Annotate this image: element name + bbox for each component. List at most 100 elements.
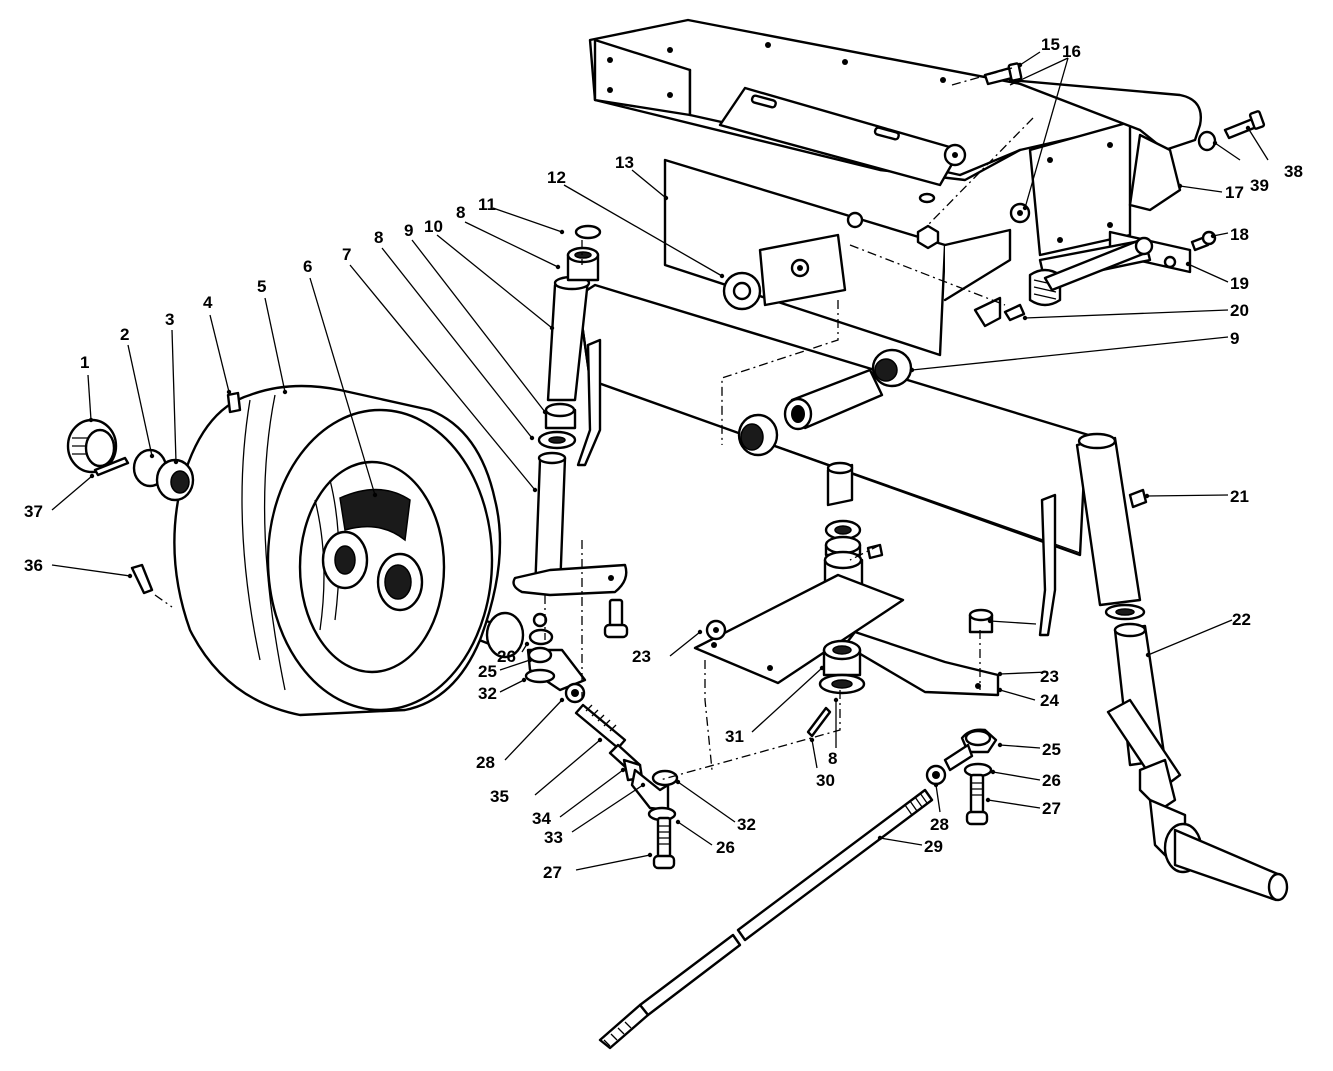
callout-22: 22	[1232, 610, 1251, 629]
bearing-3	[155, 458, 195, 502]
spindle-22	[1106, 622, 1289, 902]
washer-26-left	[528, 628, 554, 646]
callout-3: 3	[165, 310, 174, 329]
callout-21: 21	[1230, 487, 1249, 506]
callout-28-right: 28	[930, 815, 949, 834]
callout-31: 31	[725, 727, 744, 746]
callout-29: 29	[924, 837, 943, 856]
callout-20: 20	[1230, 301, 1249, 320]
spindle-tube-right	[1038, 432, 1142, 637]
callout-15: 15	[1041, 35, 1060, 54]
nut-16b	[916, 224, 940, 250]
callout-8-top: 8	[456, 203, 465, 222]
callout-2: 2	[120, 325, 129, 344]
callout-4: 4	[203, 293, 213, 312]
grease-fitting-4	[226, 391, 242, 414]
valve-stem-36	[130, 563, 154, 595]
washer-32-left	[524, 668, 556, 684]
callout-27-right: 27	[1042, 799, 1061, 818]
nut-28-left	[564, 682, 586, 704]
bolt-20	[1003, 303, 1026, 322]
washer-8-bottom	[818, 673, 866, 695]
nut-23-left-spindle	[532, 612, 548, 628]
nut-28-right	[925, 764, 947, 786]
callout-16: 16	[1062, 42, 1081, 61]
washer-9	[537, 430, 577, 450]
callout-10: 10	[424, 217, 443, 236]
pin-30	[806, 706, 832, 738]
callout-32-left: 32	[478, 684, 497, 703]
axle-beam	[576, 283, 1107, 557]
nut-23-right	[968, 608, 994, 634]
bolt-27-left	[652, 816, 676, 870]
nut-23-left	[705, 619, 727, 641]
callout-37: 37	[24, 502, 43, 521]
callout-labels: 1 2 3 4 5 6 7 8 8 8 9 9 10 11 12 13 15 1…	[24, 35, 1303, 882]
callout-25-right: 25	[1042, 740, 1061, 759]
bushing-31	[822, 639, 862, 677]
callout-5: 5	[257, 277, 266, 296]
callout-38: 38	[1284, 162, 1303, 181]
nut-12	[722, 271, 762, 311]
callout-8-bottom: 8	[828, 749, 837, 768]
tie-rod-end-25-right	[943, 728, 998, 772]
bushing-9-right	[871, 348, 913, 388]
callout-23-right: 23	[1040, 667, 1059, 686]
bushing-right-washer	[1104, 603, 1146, 621]
callout-26-right: 26	[1042, 771, 1061, 790]
frame-plate-13	[758, 233, 847, 307]
callout-9-left: 9	[404, 221, 413, 240]
callout-32-right: 32	[737, 815, 756, 834]
callout-23-left: 23	[632, 647, 651, 666]
callout-33: 33	[544, 828, 563, 847]
callout-26-bottom: 26	[716, 838, 735, 857]
callout-9-right: 9	[1230, 329, 1239, 348]
cotter-37	[93, 456, 130, 477]
washer-39	[1197, 130, 1217, 152]
callout-19: 19	[1230, 274, 1249, 293]
nut-frame	[943, 143, 967, 167]
callout-13: 13	[615, 153, 634, 172]
bolt-38	[1223, 110, 1266, 140]
bushing-10	[544, 402, 577, 430]
bushing-8-top	[566, 246, 600, 282]
callout-30: 30	[816, 771, 835, 790]
wheel-hub-6	[321, 530, 424, 612]
tire-5	[173, 384, 502, 717]
callout-11: 11	[478, 195, 496, 214]
spindle-tube-left	[546, 275, 602, 467]
callout-25-left: 25	[478, 662, 497, 681]
pivot-pin-19	[1043, 236, 1154, 292]
callout-8-left: 8	[374, 228, 383, 247]
frame-bracket	[588, 18, 1202, 357]
callout-17: 17	[1225, 183, 1244, 202]
callout-28-left: 28	[476, 753, 495, 772]
callout-1: 1	[80, 353, 89, 372]
ring-11	[574, 224, 602, 240]
callout-39: 39	[1250, 176, 1269, 195]
callout-18: 18	[1230, 225, 1249, 244]
nut-frame-2	[846, 211, 864, 229]
grease-fitting-21	[1128, 488, 1148, 509]
centerlines	[154, 67, 1034, 781]
callout-26-left: 26	[497, 647, 516, 666]
callout-36: 36	[24, 556, 43, 575]
bolt-27-right	[965, 773, 989, 826]
bolt-spindle-left	[603, 598, 629, 639]
washer-32-bottom	[651, 769, 679, 787]
callout-24: 24	[1040, 691, 1059, 710]
leader-lines	[51, 51, 1269, 871]
callout-6: 6	[303, 257, 312, 276]
washer-16c	[918, 192, 936, 204]
drag-link-29	[598, 788, 934, 1050]
grease-fitting-center	[866, 543, 884, 560]
pivot-tube	[783, 368, 884, 431]
bushing-9-left	[737, 413, 779, 457]
callout-35: 35	[490, 787, 509, 806]
callout-12: 12	[547, 168, 566, 187]
steering-plate-24	[693, 573, 1000, 697]
callout-7: 7	[342, 245, 351, 264]
callout-27-left: 27	[543, 863, 562, 882]
callout-34: 34	[532, 809, 551, 828]
